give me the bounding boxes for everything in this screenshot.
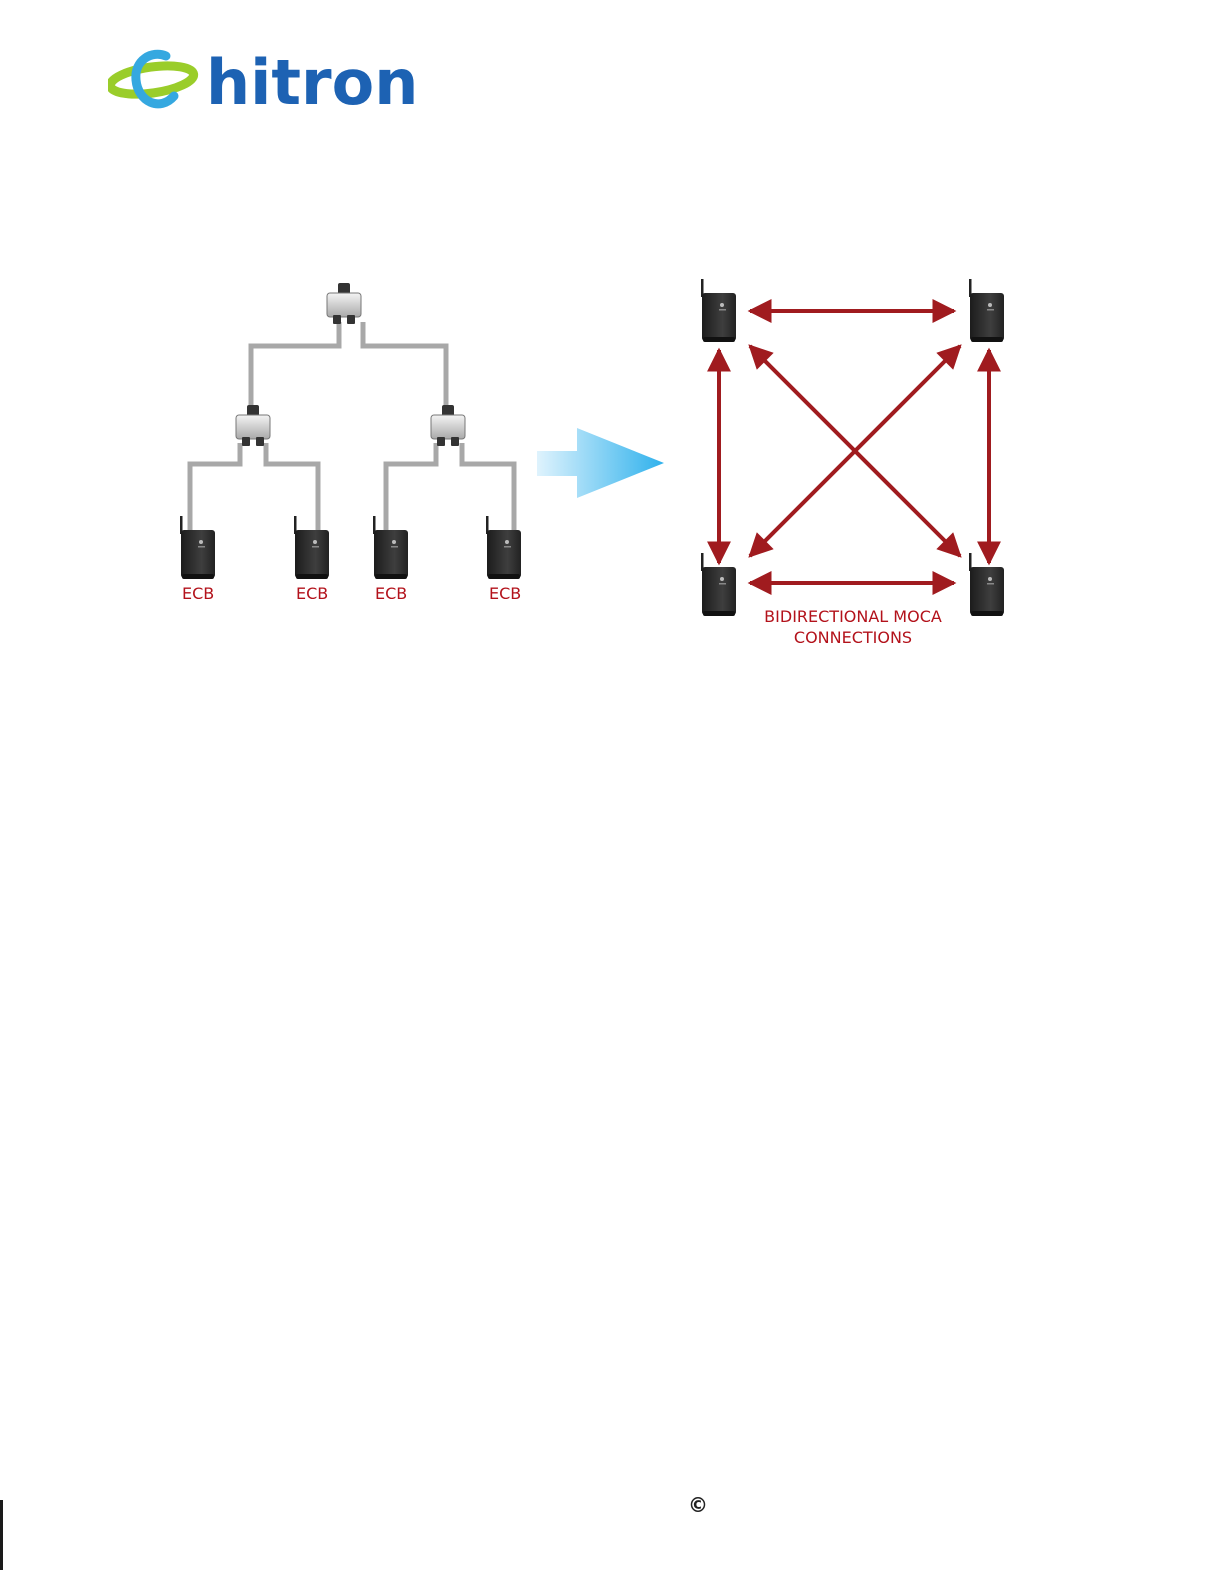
cable-mid-right-a	[386, 443, 436, 530]
cable-mid-left-b	[266, 443, 318, 530]
splitter-root	[327, 283, 361, 324]
moca-caption-line1: BIDIRECTIONAL MOCA	[764, 607, 942, 626]
ecb-device-2	[294, 516, 329, 579]
cable-mid-left-a	[190, 443, 240, 530]
copyright-symbol: ©	[686, 1493, 710, 1517]
ecb-label-4: ECB	[489, 584, 521, 603]
ecb-label-1: ECB	[182, 584, 214, 603]
ecb-label-3: ECB	[375, 584, 407, 603]
ecb-label-2: ECB	[296, 584, 328, 603]
splitter-left	[236, 405, 270, 446]
transition-arrow	[537, 428, 664, 498]
ecb-device-1	[180, 516, 215, 579]
mesh-device-top-left	[701, 279, 736, 342]
mesh-device-top-right	[969, 279, 1004, 342]
mesh-device-bottom-right	[969, 553, 1004, 616]
cable-top-left	[251, 322, 339, 410]
ecb-device-3	[373, 516, 408, 579]
page-edge-mark	[0, 1500, 3, 1570]
moca-caption-line2: CONNECTIONS	[794, 628, 912, 647]
splitter-right	[431, 405, 465, 446]
moca-mesh-arrows	[719, 311, 989, 583]
cable-top-right	[363, 322, 446, 410]
